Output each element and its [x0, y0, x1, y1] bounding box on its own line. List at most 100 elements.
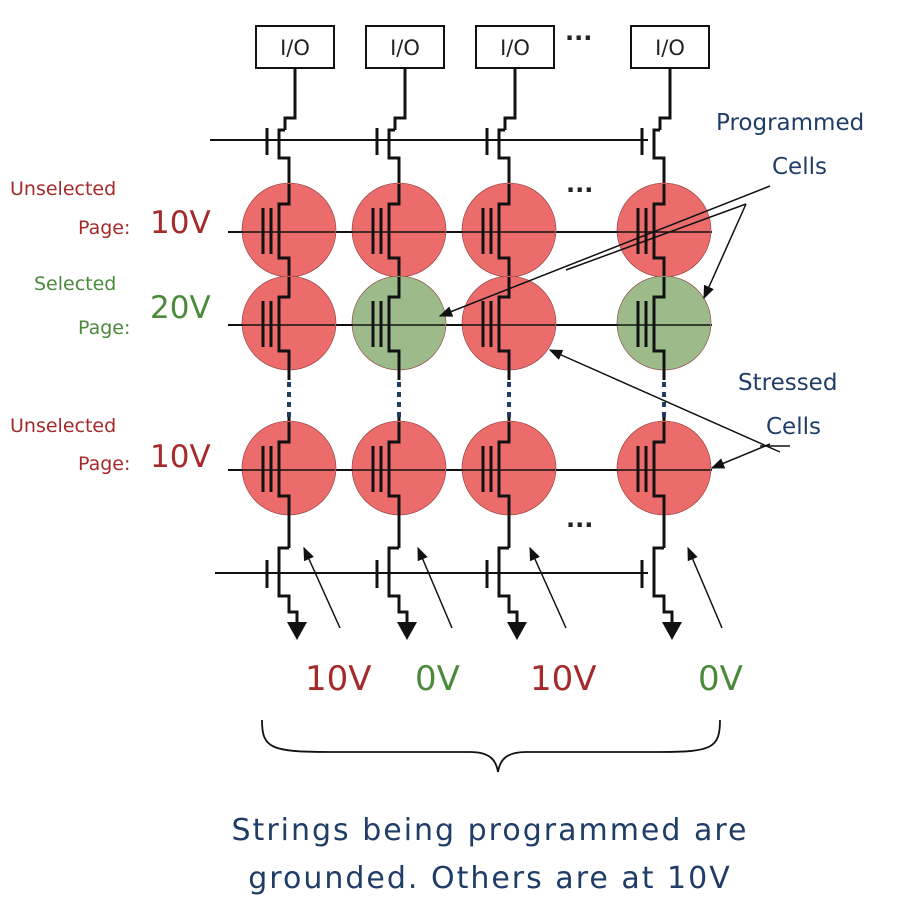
io-box-2: I/O [365, 25, 445, 69]
dot-c4-4 [662, 412, 666, 417]
io-boxes: I/O I/O I/O I/O [255, 25, 710, 69]
cell-r2-c1-stressed [240, 275, 337, 371]
cell-channel [277, 277, 291, 371]
cell-r1-c4-stressed [615, 182, 712, 278]
bit-line-top-wire [393, 68, 407, 130]
bitline-arrow-2 [417, 546, 453, 629]
string-continuation-dots [287, 382, 666, 417]
bitline-arrow-4 [687, 546, 723, 629]
dot-c2-3 [397, 402, 401, 407]
row-label-1: Unselected Page: 10V [10, 178, 211, 241]
strings-brace [261, 719, 721, 773]
row-1-voltage: 10V [150, 205, 211, 241]
bit-line-top-wire [503, 68, 517, 130]
stressed-cells-label-line2: Cells [766, 414, 821, 440]
memory-cells [240, 182, 712, 516]
cell-channel [497, 422, 511, 516]
cell-r2-c3-stressed [460, 275, 557, 371]
dot-c1-3 [287, 402, 291, 407]
programmed-cells-label-line2: Cells [772, 154, 827, 180]
top-select-channel [387, 128, 401, 175]
bottom-select-channel [387, 546, 409, 622]
programmed-arrow-to-row2-col2 [438, 185, 771, 317]
dot-c4-3 [662, 402, 666, 407]
ellipsis-bottom: ... [566, 505, 593, 533]
cell-channel [497, 184, 511, 278]
row-1-label-line1: Unselected [10, 178, 116, 200]
row-label-2: Selected Page: 20V [34, 273, 211, 339]
bitline-arrow-3 [529, 546, 567, 629]
io-box-3: I/O [475, 25, 555, 69]
row-2-voltage: 20V [150, 290, 211, 326]
bit-line-top-wire [283, 68, 297, 130]
bottom-select-channel [277, 546, 299, 622]
row-2-label-line1: Selected [34, 273, 116, 295]
row-label-3: Unselected Page: 10V [10, 415, 211, 475]
dot-c2-4 [397, 412, 401, 417]
cell-r1-c3-stressed [460, 182, 557, 278]
caption-line-2: grounded. Others are at 10V [248, 861, 732, 896]
io-box-label: I/O [390, 36, 420, 60]
io-box-label: I/O [655, 36, 685, 60]
cell-channel [387, 422, 401, 516]
cell-channel [277, 422, 291, 516]
cell-channel [652, 422, 666, 516]
cell-r3-c4-stressed [615, 420, 712, 516]
cell-channel [277, 184, 291, 278]
dot-c1-4 [287, 412, 291, 417]
programmed-cells-label-line1: Programmed [716, 110, 864, 136]
dot-c2-1 [397, 382, 401, 387]
io-box-label: I/O [280, 36, 310, 60]
ground-arrow-2 [397, 622, 417, 640]
dot-c3-3 [507, 402, 511, 407]
caption-line-1: Strings being programmed are [232, 813, 749, 848]
cell-r2-c4-programmed [615, 275, 712, 371]
cell-r3-c1-stressed [240, 420, 337, 516]
programmed-arrow-to-row1-col4 [565, 203, 747, 271]
dot-c1-1 [287, 382, 291, 387]
bitline-voltage-3: 10V [530, 659, 597, 699]
io-box-1: I/O [255, 25, 335, 69]
bitline-voltage-2: 0V [415, 659, 460, 699]
dot-c3-4 [507, 412, 511, 417]
dot-c4-1 [662, 382, 666, 387]
bitline-arrow-1 [303, 546, 341, 629]
cell-channel [387, 184, 401, 278]
cell-r1-c1-stressed [240, 182, 337, 278]
dot-c2-2 [397, 392, 401, 397]
cell-channel [497, 277, 511, 371]
io-box-label: I/O [500, 36, 530, 60]
cell-channel [652, 277, 666, 371]
cell-r2-c2-programmed [350, 275, 447, 371]
bitline-voltage-1: 10V [305, 659, 372, 699]
row-3-label-line1: Unselected [10, 415, 116, 437]
cell-r1-c2-stressed [350, 182, 447, 278]
io-box-frame [255, 25, 335, 69]
dot-c3-1 [507, 382, 511, 387]
row-1-label-line2: Page: [78, 217, 130, 239]
io-box-frame [630, 25, 710, 69]
ground-arrow-3 [507, 622, 527, 640]
bit-line-top-wire [658, 68, 672, 130]
top-select-channel [652, 128, 666, 175]
row-2-label-line2: Page: [78, 317, 130, 339]
ellipsis-io: ... [565, 18, 592, 46]
ground-arrow-4 [662, 622, 682, 640]
row-3-voltage: 10V [150, 439, 211, 475]
bottom-select-channel [497, 546, 519, 622]
ellipsis-top: ... [566, 170, 593, 198]
row-3-label-line2: Page: [78, 453, 130, 475]
cell-r3-c2-stressed [350, 420, 447, 516]
top-select-channel [277, 128, 291, 175]
io-box-frame [365, 25, 445, 69]
io-box-frame [475, 25, 555, 69]
stressed-arrow-to-row3-col4 [710, 443, 771, 469]
ground-arrow-1 [287, 622, 307, 640]
top-select-channel [497, 128, 511, 175]
programmed-arrow-to-row2-col4 [703, 203, 747, 300]
bitline-voltage-labels: 10V 0V 10V 0V [305, 659, 743, 699]
cell-channel [387, 277, 401, 371]
annotation-arrows [303, 185, 790, 629]
bottom-select-channel [652, 546, 674, 622]
